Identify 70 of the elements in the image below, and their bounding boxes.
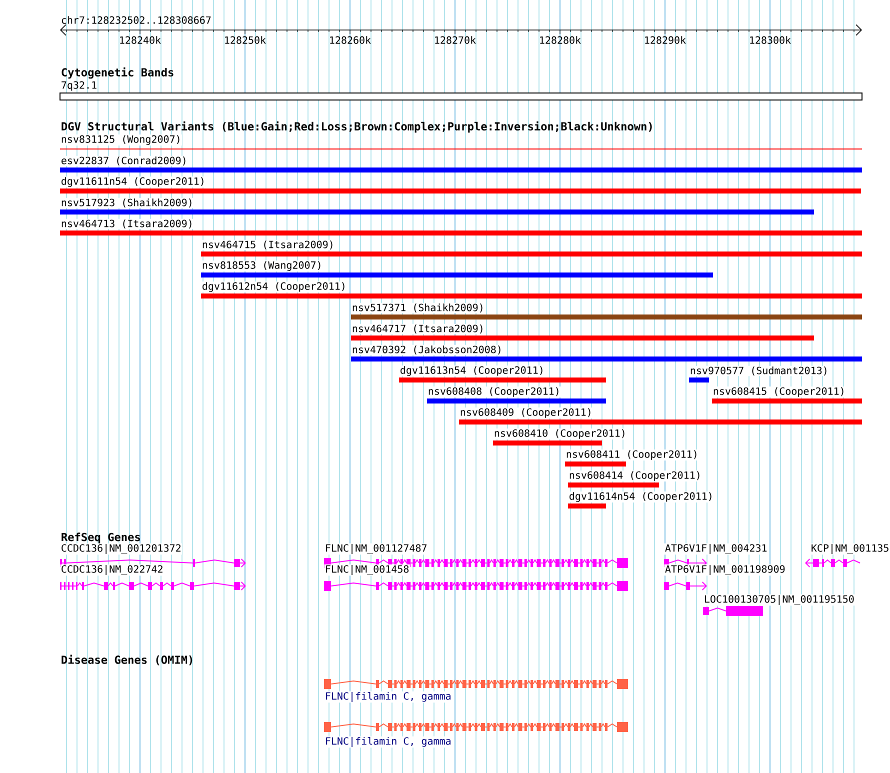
track-heading: DGV Structural Variants (Blue:Gain;Red:Loss;Brown:Complex;Purple:Inversion;Black:Unknown) — [62, 121, 652, 133]
node-label: dgv11613n54 (Cooper2011) — [400, 366, 542, 376]
variant-bar: dgv11614n54 (Cooper2011) — [568, 491, 714, 508]
variant-bar: nsv831125 (Wong2007) — [60, 134, 862, 150]
node-label: CCDC136|NM_022742 — [62, 565, 162, 575]
track-heading: RefSeq Genes — [62, 532, 140, 544]
node-label: dgv11611n54 (Cooper2011) — [62, 177, 204, 187]
variant-bar: nsv818553 (Wang2007) — [201, 260, 713, 278]
variant-bar: nsv608411 (Cooper2011) — [565, 450, 700, 466]
variant-bar: nsv517371 (Shaikh2009) — [351, 302, 862, 320]
gene-model: ATP6V1F|NM_001198909 — [664, 564, 786, 590]
variant-bar: nsv464715 (Itsara2009) — [201, 240, 862, 256]
node-label: CCDC136|NM_001201372 — [62, 544, 180, 554]
node-label: nsv464713 (Itsara2009) — [62, 220, 192, 228]
node-label: esv22837 (Conrad2009) — [62, 156, 186, 166]
node-label: nsv970577 (Sudmant2013) — [690, 366, 826, 376]
node-label: nsv608411 (Cooper2011) — [566, 450, 696, 460]
tick-label: 128250k — [225, 36, 266, 44]
variant-bar: nsv464713 (Itsara2009) — [60, 218, 862, 236]
tick-label: 128270k — [435, 36, 476, 44]
node-label: FLNC|NM_001458 — [326, 565, 409, 575]
node-label: nsv517923 (Shaikh2009) — [62, 198, 192, 208]
node-label: nsv470392 (Jakobsson2008) — [352, 346, 500, 354]
gene-model: FLNC|filamin C, gamma — [324, 679, 628, 703]
variant-bar: nsv464717 (Itsara2009) — [351, 324, 814, 340]
tick-label: 128260k — [330, 36, 371, 44]
band-label: 7q32.1 — [62, 81, 96, 91]
variant-bar: nsv608408 (Cooper2011) — [427, 386, 606, 404]
gene-model: LOC100130705|NM_001195150 — [703, 594, 856, 616]
variant-bar: nsv517923 (Shaikh2009) — [60, 198, 814, 214]
variant-bar: nsv470392 (Jakobsson2008) — [351, 344, 862, 362]
node-label: nsv517371 (Shaikh2009) — [352, 304, 482, 312]
node-label: nsv608414 (Cooper2011) — [570, 471, 700, 481]
variant-bar: nsv608414 (Cooper2011) — [568, 470, 702, 488]
node-label: nsv608415 (Cooper2011) — [714, 387, 844, 397]
node-label: nsv608410 (Cooper2011) — [494, 429, 624, 439]
node-label: ATP6V1F|NM_004231 — [665, 544, 767, 554]
node-label: ATP6V1F|NM_001198909 — [665, 565, 785, 575]
variant-bar: nsv608410 (Cooper2011) — [493, 428, 628, 446]
tick-label: 128240k — [120, 36, 161, 44]
node-label: LOC100130705|NM_001195150 — [704, 595, 854, 605]
node-label: nsv608408 (Cooper2011) — [428, 387, 558, 397]
variant-bar: esv22837 (Conrad2009) — [60, 156, 862, 172]
variant-bar: nsv608415 (Cooper2011) — [712, 386, 862, 404]
node-label: dgv11612n54 (Cooper2011) — [202, 282, 344, 292]
tick-label: 128290k — [645, 36, 686, 44]
track-heading: Disease Genes (OMIM) — [62, 654, 192, 666]
tick-label: 128280k — [540, 36, 581, 44]
gene-model: FLNC|NM_001458 — [324, 564, 628, 591]
gene-model: KCP|NM_001135 — [805, 543, 890, 568]
node-label: FLNC|filamin C, gamma — [326, 736, 450, 748]
node-label: nsv831125 (Wong2007) — [62, 135, 180, 145]
node-label: FLNC|NM_001127487 — [326, 544, 427, 554]
variant-bar: dgv11611n54 (Cooper2011) — [60, 176, 861, 194]
node-label: dgv11614n54 (Cooper2011) — [570, 492, 712, 502]
variant-bar: dgv11613n54 (Cooper2011) — [399, 365, 606, 382]
node-label: FLNC|filamin C, gamma — [326, 692, 450, 702]
node-label: nsv608409 (Cooper2011) — [460, 408, 590, 418]
variant-bar: nsv970577 (Sudmant2013) — [689, 366, 830, 382]
coordinate-label: chr7:128232502..128308667 — [62, 16, 211, 24]
node-label: nsv818553 (Wang2007) — [202, 261, 320, 271]
variant-bar: dgv11612n54 (Cooper2011) — [201, 281, 862, 298]
gene-model: CCDC136|NM_022742 — [60, 564, 246, 590]
track-heading: Cytogenetic Bands — [62, 67, 174, 79]
variant-bar: nsv608409 (Cooper2011) — [459, 408, 862, 424]
node-label: KCP|NM_001135 — [812, 544, 888, 554]
node-label: nsv464717 (Itsara2009) — [352, 324, 482, 334]
gene-model: FLNC|filamin C, gamma — [324, 722, 628, 748]
tick-label: 128300k — [750, 36, 791, 44]
node-label: nsv464715 (Itsara2009) — [202, 240, 332, 250]
